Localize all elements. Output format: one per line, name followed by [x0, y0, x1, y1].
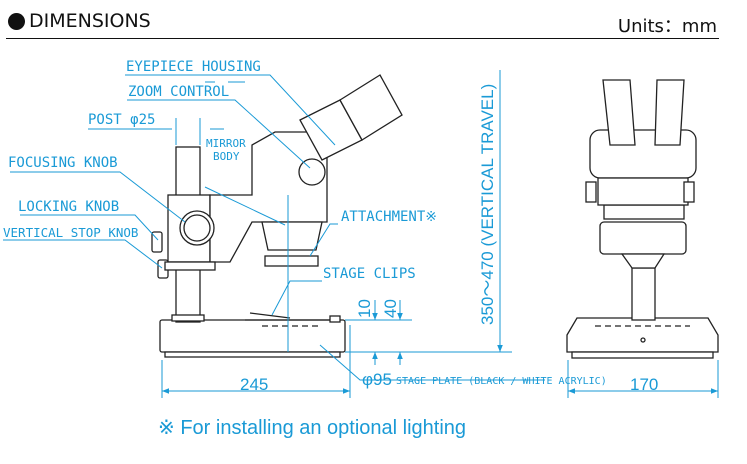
units-label: Units：mm — [617, 16, 717, 37]
label-stage-plate: STAGE PLATE (BLACK / WHITE ACRYLIC) — [396, 376, 607, 387]
footnote: ※ For installing an optional lighting — [158, 417, 467, 439]
front-view-microscope — [566, 79, 719, 359]
dim-vertical-travel: 350～470 (VERTICAL TRAVEL) — [478, 84, 497, 325]
label-stage-clips: STAGE CLIPS — [323, 266, 416, 282]
dim-10: 10 — [355, 299, 374, 318]
side-view-microscope — [151, 74, 403, 358]
header-divider — [6, 38, 719, 39]
dim-side-width: 245 — [240, 375, 268, 394]
label-locking-knob: LOCKING KNOB — [18, 199, 119, 215]
label-mirror: MIRROR — [206, 137, 246, 150]
label-focusing-knob: FOCUSING KNOB — [8, 155, 118, 171]
label-post: POST φ25 — [88, 112, 155, 128]
section-title: DIMENSIONS — [29, 10, 151, 32]
label-stage-plate-size: φ95 — [362, 370, 392, 389]
label-zoom-control: ZOOM CONTROL — [128, 84, 229, 100]
annotation-lines — [3, 70, 719, 398]
label-eyepiece-housing: EYEPIECE HOUSING — [126, 59, 261, 75]
dim-40: 40 — [381, 299, 400, 318]
label-vertical-stop-knob: VERTICAL STOP KNOB — [3, 225, 138, 240]
label-body: BODY — [213, 150, 240, 163]
label-attachment: ATTACHMENT※ — [341, 209, 437, 225]
section-header: DIMENSIONS — [8, 10, 151, 32]
dim-front-width: 170 — [630, 375, 658, 394]
bullet-icon — [8, 12, 25, 30]
